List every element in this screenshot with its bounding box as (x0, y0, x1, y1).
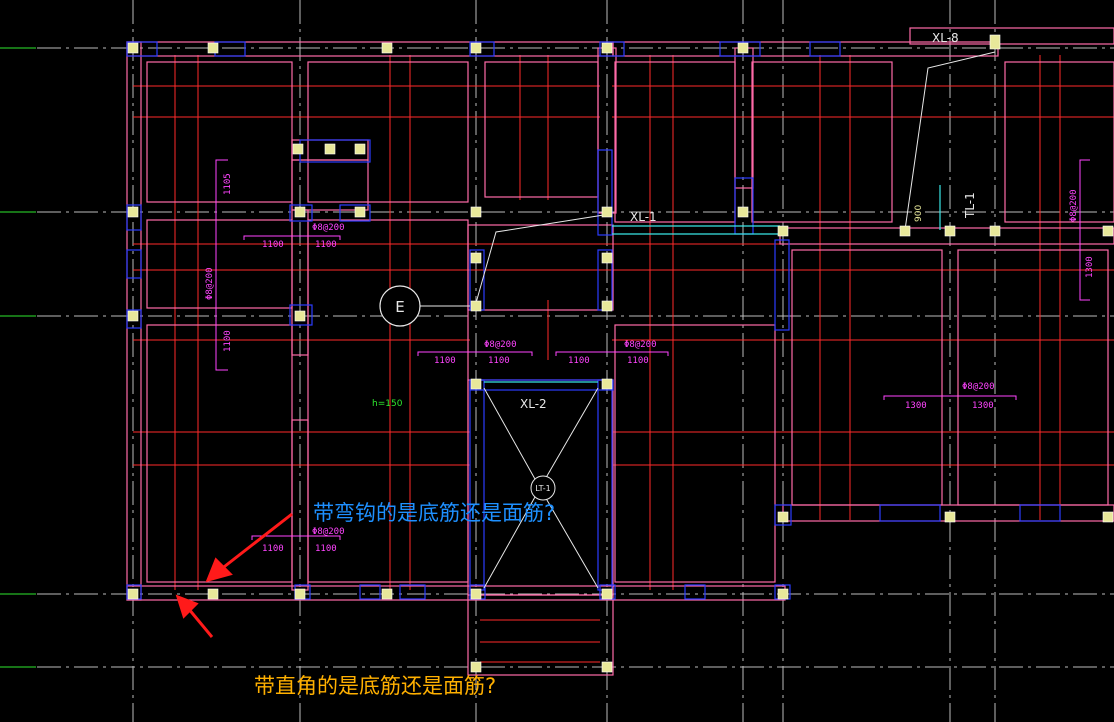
column-marker (944, 511, 956, 523)
column-marker (470, 300, 482, 312)
column-marker (777, 225, 789, 237)
column-marker (601, 300, 613, 312)
column-marker (324, 143, 336, 155)
column-marker (127, 310, 139, 322)
column-marker (1102, 225, 1114, 237)
column-marker (777, 588, 789, 600)
column-marker (601, 252, 613, 264)
dim-1100-e: 1100 (568, 356, 590, 366)
annotation-arrows (175, 512, 293, 638)
column-marker (989, 34, 1001, 50)
column-marker (777, 511, 789, 523)
dim-1300-b: 1300 (972, 401, 994, 411)
column-marker (127, 42, 139, 54)
dim-1100-c: 1100 (434, 356, 456, 366)
column-marker (470, 588, 482, 600)
dim-1100-h: 1100 (315, 544, 337, 554)
column-marker (601, 588, 613, 600)
dim-phi8-bottom: Φ8@200 (312, 527, 345, 537)
beam-label-xl1: XL-1 (630, 210, 657, 224)
column-marker (737, 42, 749, 54)
column-marker (1102, 511, 1114, 523)
dim-1105: 1105 (223, 173, 233, 195)
column-marker (737, 206, 749, 218)
dim-1100-g: 1100 (262, 544, 284, 554)
slab-thickness-label: h=150 (372, 399, 403, 409)
column-marker (944, 225, 956, 237)
column-marker (601, 206, 613, 218)
column-marker (470, 378, 482, 390)
column-markers (127, 34, 1114, 673)
column-marker (381, 42, 393, 54)
cyan-beams (484, 185, 941, 383)
column-marker (354, 206, 366, 218)
column-marker (294, 310, 306, 322)
dimension-texts: 1105 Φ8@200 1100 Φ8@200 1100 1100 Φ8@200… (205, 173, 1095, 554)
axis-ticks (0, 47, 36, 668)
arrow-right-angle (186, 607, 214, 638)
column-marker (294, 206, 306, 218)
question-hook-annotation: 带弯钩的是底筋还是面筋? (313, 501, 556, 525)
stair-bubble-lt1-label: LT-1 (535, 484, 550, 493)
column-marker (470, 661, 482, 673)
column-marker (207, 42, 219, 54)
dim-phi8-far-right: Φ8@200 (1069, 189, 1079, 222)
dim-1300-a: 1300 (905, 401, 927, 411)
column-marker (470, 42, 482, 54)
column-marker (381, 588, 393, 600)
column-marker (127, 206, 139, 218)
dim-phi8-top-left: Φ8@200 (312, 223, 345, 233)
beam-label-tl1: TL-1 (963, 192, 977, 219)
axis-bubble-e: E (379, 285, 421, 327)
beam-label-xl8: XL-8 (932, 31, 959, 45)
dim-phi8-right: Φ8@200 (962, 382, 995, 392)
dim-phi8-mid-left: Φ8@200 (484, 340, 517, 350)
column-marker (601, 42, 613, 54)
column-marker (127, 588, 139, 600)
beam-lines (133, 55, 1114, 663)
dim-phi8-mid-right: Φ8@200 (624, 340, 657, 350)
column-marker (989, 225, 1001, 237)
column-marker (292, 143, 304, 155)
column-marker (470, 252, 482, 264)
column-marker (354, 143, 366, 155)
dimension-lines (215, 159, 1090, 540)
beam-label-xl2: XL-2 (520, 397, 547, 411)
tl1-dimension-900: 900 (914, 205, 924, 222)
column-marker (470, 206, 482, 218)
dim-1100-f: 1100 (627, 356, 649, 366)
column-marker (294, 588, 306, 600)
dim-1300-vertical: 1300 (1085, 256, 1095, 278)
dim-1100-d: 1100 (488, 356, 510, 366)
axis-bubble-e-label: E (395, 298, 404, 316)
stair-bubble-lt1: LT-1 (530, 475, 556, 501)
arrow-hook (219, 512, 293, 572)
column-marker (207, 588, 219, 600)
column-marker (601, 378, 613, 390)
column-marker (899, 225, 911, 237)
question-right-angle-annotation: 带直角的是底筋还是面筋? (254, 674, 497, 698)
dim-phi8-left-vertical: Φ8@200 (205, 267, 215, 300)
dim-1100-b: 1100 (315, 240, 337, 250)
column-marker (601, 661, 613, 673)
dim-1100-left-vertical: 1100 (223, 330, 233, 352)
dim-1100-a: 1100 (262, 240, 284, 250)
